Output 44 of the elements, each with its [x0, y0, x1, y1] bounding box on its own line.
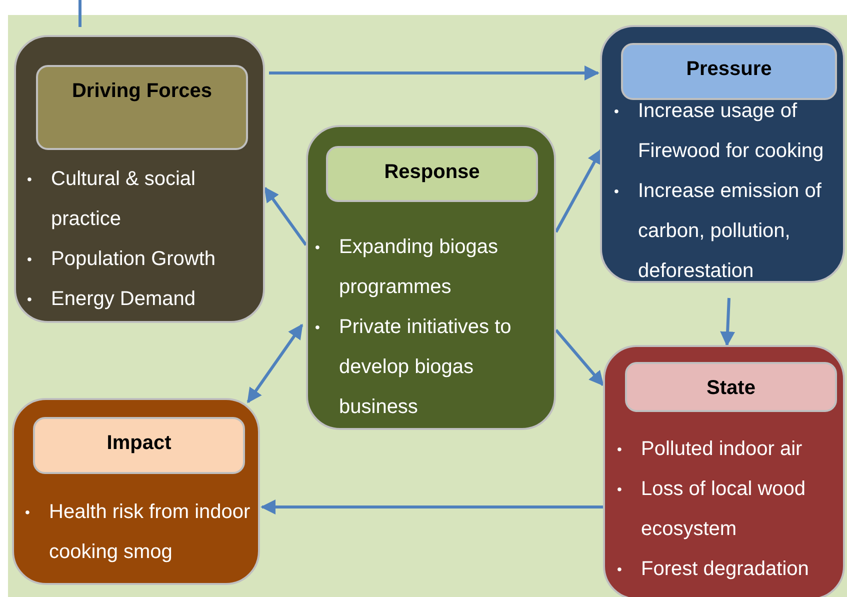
arrow — [264, 186, 308, 246]
header-text: Impact — [106, 431, 172, 455]
bullet-text: Forest degradation — [641, 558, 809, 580]
arrow — [554, 329, 604, 386]
arrow — [260, 500, 603, 514]
header-box — [326, 146, 538, 202]
category-card — [14, 35, 265, 323]
arrow — [554, 148, 602, 233]
bullet-marker: • — [617, 480, 622, 499]
arrow — [269, 66, 600, 80]
bullet-marker: • — [315, 238, 320, 257]
bullet-text: Expanding biogas programmes — [339, 236, 498, 298]
bullet-text: Population Growth — [51, 248, 216, 270]
header-box — [33, 417, 245, 474]
bullet-marker: • — [25, 503, 30, 522]
bullet-marker: • — [27, 250, 32, 269]
header-box — [625, 362, 837, 412]
arrow — [246, 324, 304, 404]
header-text: Pressure — [686, 57, 772, 81]
header-text: Response — [384, 160, 480, 184]
category-card — [603, 345, 845, 597]
header-box — [36, 65, 248, 150]
bullet-text: Energy Demand — [51, 288, 196, 310]
bullet-text: Increase emission of carbon, pollution, deforestation — [638, 180, 822, 282]
header-text: State — [706, 376, 756, 400]
arrow — [720, 298, 736, 346]
bullet-text: Health risk from indoor cooking smog — [49, 501, 250, 563]
bullet-marker: • — [614, 102, 619, 121]
category-card — [12, 398, 260, 585]
bullet-marker: • — [27, 290, 32, 309]
bullet-marker: • — [27, 170, 32, 189]
bullet-marker: • — [617, 560, 622, 579]
bullet-text: Cultural & social practice — [51, 168, 196, 230]
bullet-text: Polluted indoor air — [641, 438, 802, 460]
category-card — [600, 25, 845, 283]
bullet-text: Loss of local wood ecosystem — [641, 478, 806, 540]
header-box — [621, 43, 837, 100]
bullet-text: Private initiatives to develop biogas business — [339, 316, 512, 418]
bullet-marker: • — [614, 182, 619, 201]
bullet-text: Increase usage of Firewood for cooking — [638, 100, 824, 162]
bullet-marker: • — [315, 318, 320, 337]
bullet-marker: • — [617, 440, 622, 459]
header-text: Driving Forces — [72, 79, 212, 103]
category-card — [306, 125, 556, 430]
